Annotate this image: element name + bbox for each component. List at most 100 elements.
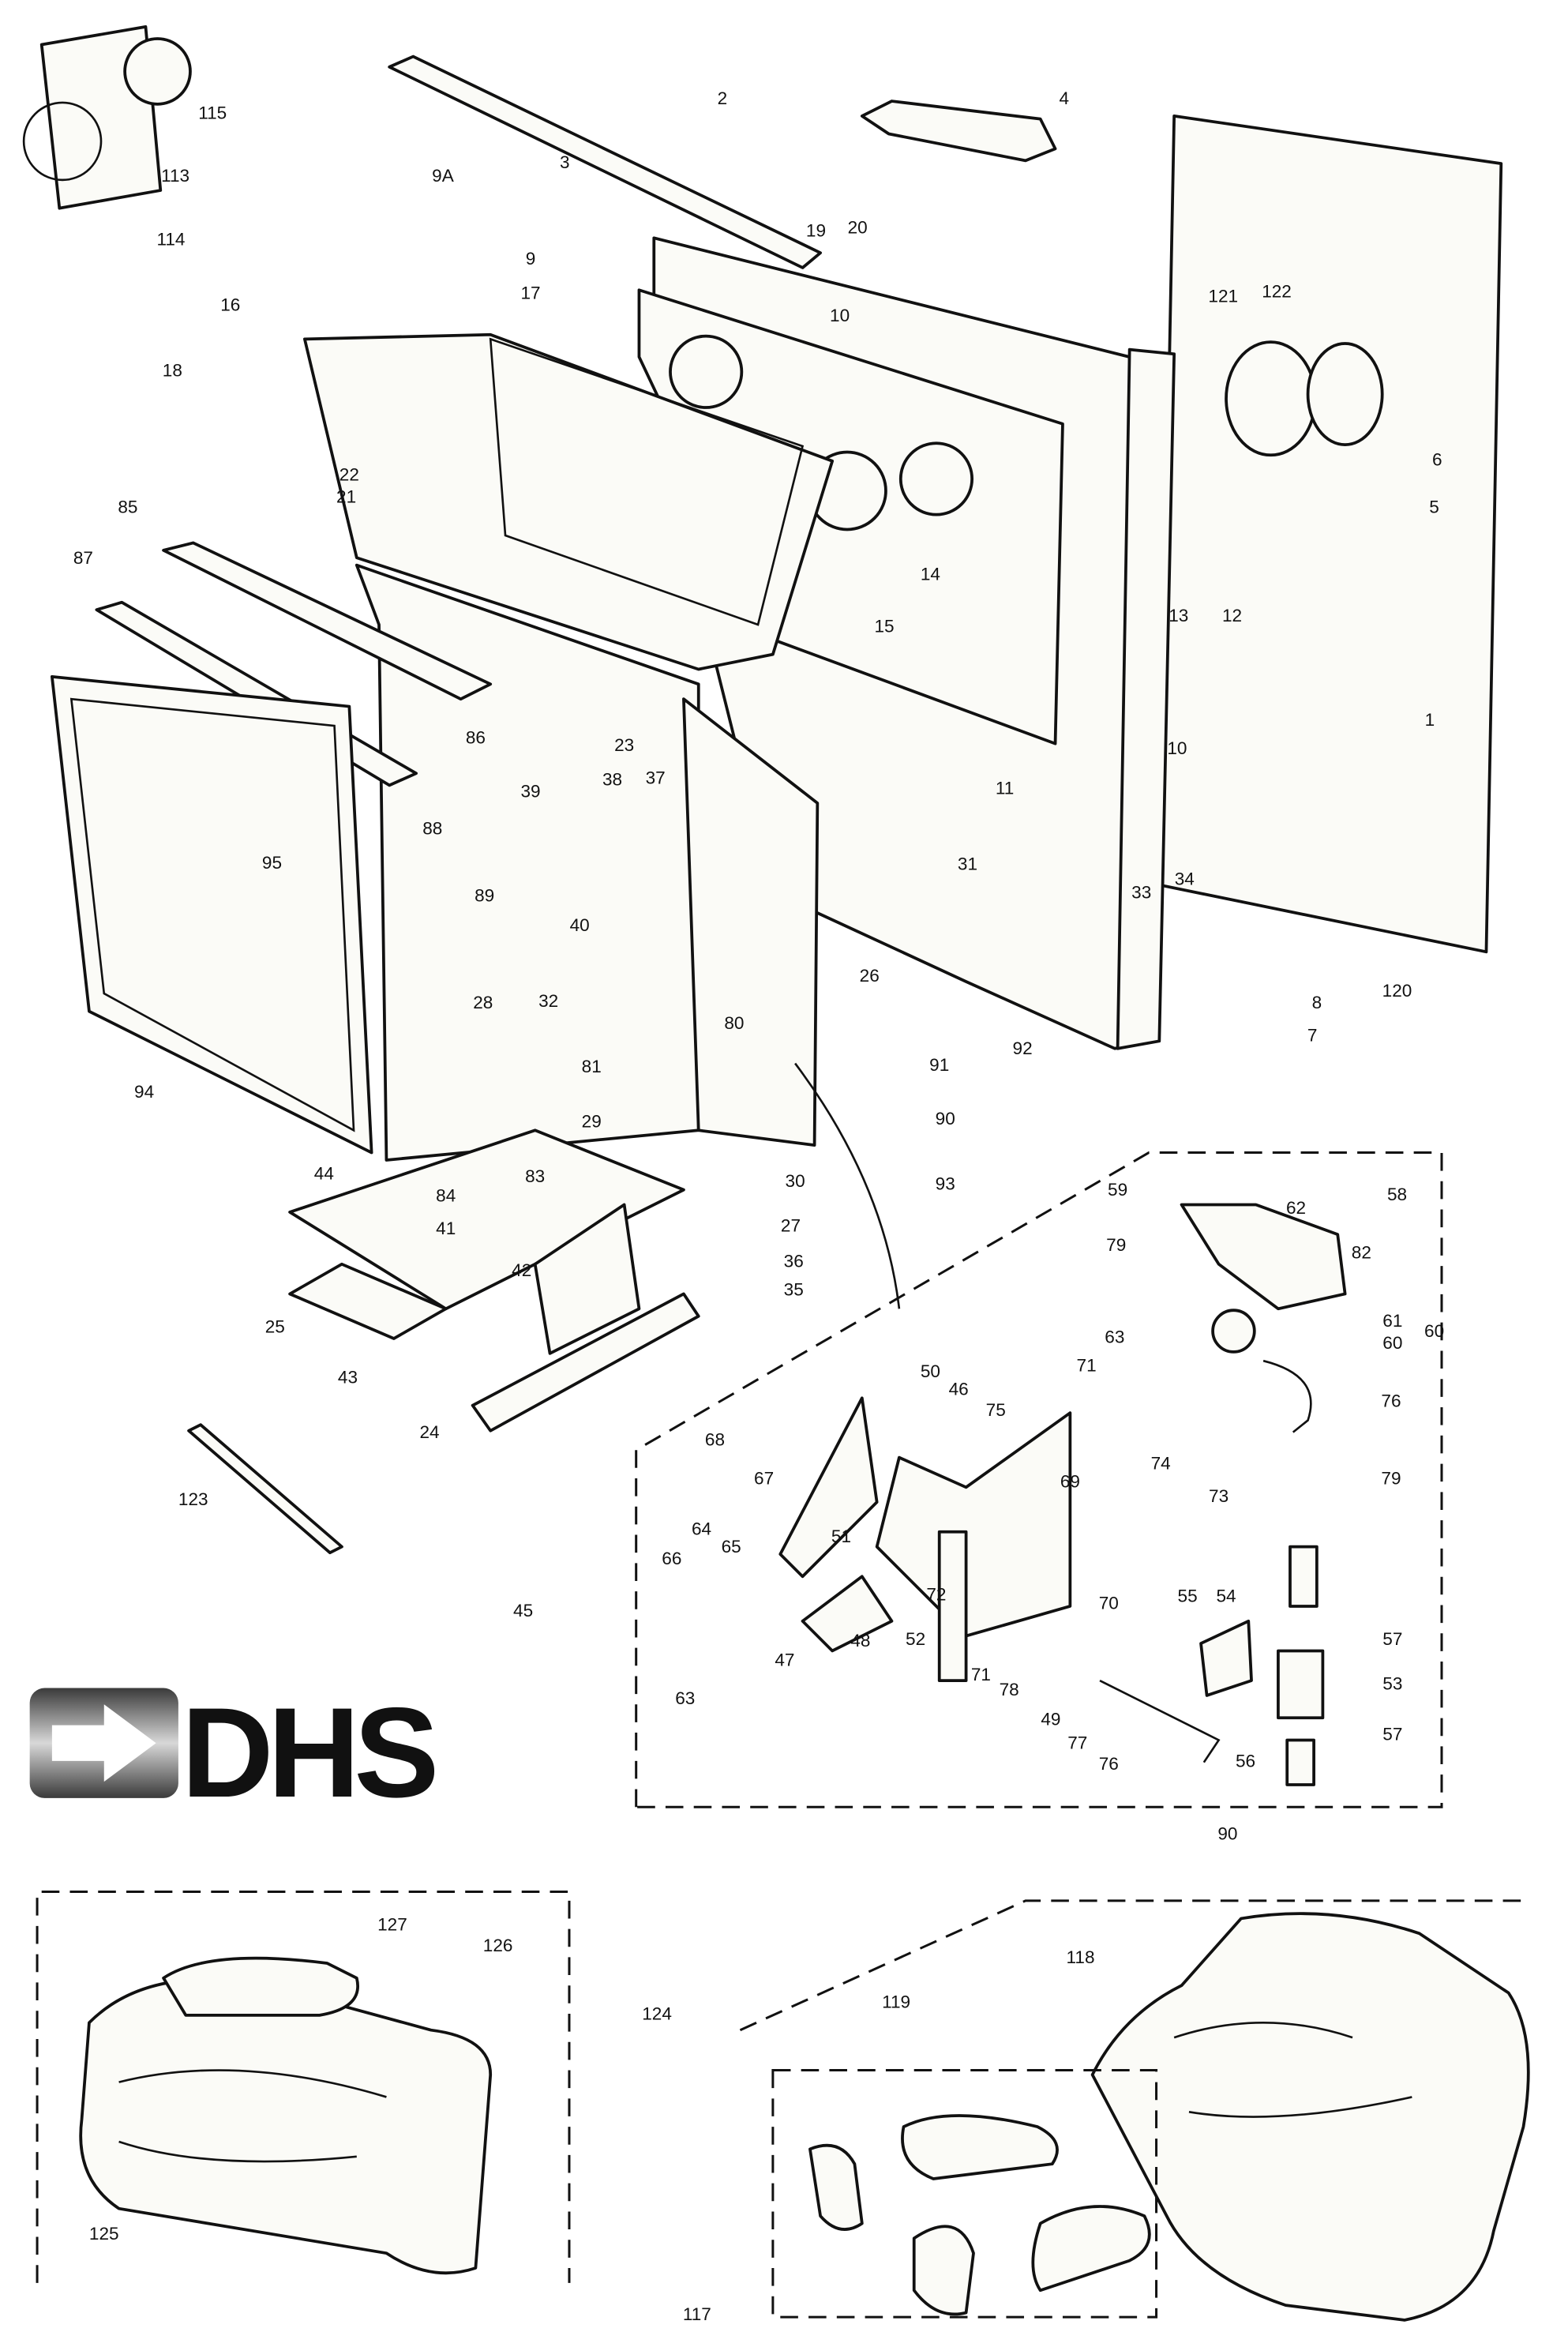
part-label-74: 74 xyxy=(1151,1454,1171,1474)
part-label-53: 53 xyxy=(1382,1673,1402,1693)
part-label-46: 46 xyxy=(949,1380,969,1399)
hood-deflector xyxy=(303,332,835,671)
part-label-88: 88 xyxy=(422,819,442,839)
part-label-69: 69 xyxy=(1060,1471,1080,1491)
part-label-34: 34 xyxy=(1175,869,1195,889)
part-label-13: 13 xyxy=(1168,606,1188,625)
part-label-121: 121 xyxy=(1208,286,1238,306)
part-label-71: 71 xyxy=(1077,1355,1097,1375)
part-label-94: 94 xyxy=(134,1082,154,1102)
part-label-24: 24 xyxy=(419,1422,439,1442)
part-label-31: 31 xyxy=(958,854,977,874)
part-label-26: 26 xyxy=(860,966,880,986)
part-label-60: 60 xyxy=(1382,1333,1402,1353)
dhs-logo: DHS xyxy=(29,1681,441,1824)
ember-bed xyxy=(1090,1912,1530,2322)
part-label-117: 117 xyxy=(683,2304,711,2324)
flue-collar xyxy=(1225,340,1384,457)
support-plate-25 xyxy=(288,1262,448,1340)
part-label-72: 72 xyxy=(926,1584,946,1604)
part-label-52: 52 xyxy=(906,1629,925,1649)
part-label-59: 59 xyxy=(1108,1180,1127,1200)
part-label-71: 71 xyxy=(971,1665,991,1684)
part-label-89: 89 xyxy=(475,885,494,905)
part-label-77: 77 xyxy=(1067,1733,1087,1753)
bracket-2 xyxy=(860,100,1057,163)
part-label-90: 90 xyxy=(1217,1824,1237,1844)
burner-assembly xyxy=(778,1396,1072,1683)
part-label-83: 83 xyxy=(525,1166,545,1186)
part-label-22: 22 xyxy=(339,464,359,484)
part-label-23: 23 xyxy=(614,735,634,755)
ember-pieces xyxy=(808,2114,1151,2316)
part-label-79: 79 xyxy=(1106,1235,1126,1255)
part-label-92: 92 xyxy=(1013,1038,1033,1058)
part-label-51: 51 xyxy=(831,1527,851,1546)
part-label-75: 75 xyxy=(986,1400,1006,1420)
part-label-15: 15 xyxy=(875,616,895,636)
burner-base-tray xyxy=(288,1128,685,1311)
part-label-3: 3 xyxy=(560,152,570,172)
part-label-118: 118 xyxy=(1067,1947,1095,1967)
part-label-12: 12 xyxy=(1222,606,1242,625)
part-label-86: 86 xyxy=(466,728,486,748)
part-label-47: 47 xyxy=(775,1650,794,1669)
part-label-57: 57 xyxy=(1382,1629,1402,1649)
front-shield-24 xyxy=(471,1292,700,1433)
part-label-10: 10 xyxy=(830,306,850,325)
part-label-125: 125 xyxy=(89,2224,119,2244)
part-label-39: 39 xyxy=(520,781,540,801)
part-label-114: 114 xyxy=(156,230,185,250)
part-label-6: 6 xyxy=(1432,449,1442,469)
part-label-66: 66 xyxy=(662,1549,681,1568)
part-label-90: 90 xyxy=(936,1109,955,1128)
part-label-10: 10 xyxy=(1167,738,1187,758)
part-label-87: 87 xyxy=(73,548,93,568)
part-label-36: 36 xyxy=(784,1252,804,1271)
part-label-81: 81 xyxy=(582,1057,602,1076)
part-label-37: 37 xyxy=(646,768,666,787)
side-panel xyxy=(682,697,820,1147)
gas-valve xyxy=(1099,1203,1347,1786)
part-label-61: 61 xyxy=(1382,1311,1402,1331)
part-label-93: 93 xyxy=(936,1174,955,1194)
part-label-17: 17 xyxy=(520,284,540,303)
part-label-95: 95 xyxy=(262,853,282,873)
part-label-85: 85 xyxy=(118,498,137,517)
part-label-115: 115 xyxy=(198,103,227,123)
part-label-79: 79 xyxy=(1381,1469,1401,1489)
logo-text: DHS xyxy=(182,1681,435,1824)
part-label-4: 4 xyxy=(1060,88,1070,108)
part-label-9A: 9A xyxy=(432,166,455,186)
part-label-122: 122 xyxy=(1262,282,1292,302)
part-label-21: 21 xyxy=(336,487,356,507)
part-label-55: 55 xyxy=(1178,1586,1198,1605)
part-label-28: 28 xyxy=(473,993,493,1012)
top-trim-rail xyxy=(162,541,493,701)
part-label-1: 1 xyxy=(1425,710,1435,730)
glass-door-frame[interactable] xyxy=(51,675,373,1155)
valve-assembly-outline xyxy=(635,1151,1443,1808)
part-label-84: 84 xyxy=(436,1186,456,1206)
log-set xyxy=(79,1956,493,2275)
side-bracket xyxy=(1116,347,1176,1050)
part-label-25: 25 xyxy=(265,1316,285,1336)
part-label-124: 124 xyxy=(642,2004,672,2024)
part-label-50: 50 xyxy=(921,1361,940,1381)
part-label-45: 45 xyxy=(513,1601,533,1620)
part-label-20: 20 xyxy=(848,218,868,238)
part-label-58: 58 xyxy=(1387,1185,1407,1204)
part-label-30: 30 xyxy=(786,1171,805,1191)
part-label-29: 29 xyxy=(582,1112,602,1132)
part-label-16: 16 xyxy=(220,295,240,315)
riser-bracket xyxy=(533,1203,641,1355)
part-label-56: 56 xyxy=(1236,1751,1255,1771)
part-label-32: 32 xyxy=(538,991,558,1011)
part-label-73: 73 xyxy=(1209,1486,1229,1506)
flue-opening-1 xyxy=(669,334,744,409)
ember-pieces-outline xyxy=(771,2069,1158,2319)
part-label-76: 76 xyxy=(1381,1391,1401,1411)
part-label-70: 70 xyxy=(1099,1594,1119,1613)
